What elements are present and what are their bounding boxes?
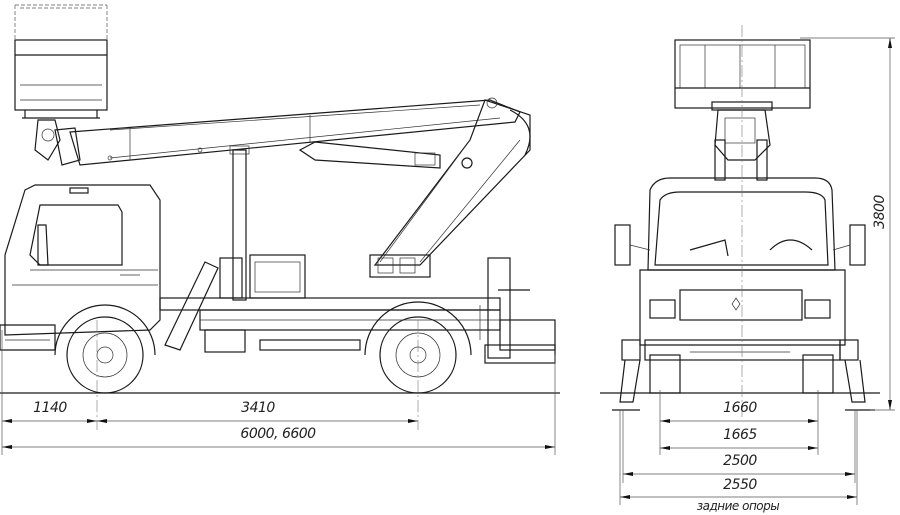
side-basket [14, 4, 108, 119]
front-wheel [54, 304, 156, 394]
dim-wheelbase: 3410 [241, 400, 275, 416]
side-chassis [159, 254, 556, 364]
side-cab [0, 184, 161, 351]
front-cab [614, 177, 866, 361]
dim-front-overhang: 1140 [33, 400, 67, 416]
side-view [0, 4, 560, 455]
boom [69, 99, 521, 166]
dim-overall-length: 6000, 6600 [240, 426, 316, 442]
dim-outrigger-span: 2550 [723, 477, 757, 493]
front-basket [674, 39, 811, 111]
dim-rear-track: 1665 [723, 427, 757, 443]
front-view [600, 25, 895, 505]
dim-front-track: 1660 [723, 400, 757, 416]
outrigger-label: задние опоры [696, 499, 780, 513]
dim-width: 2500 [723, 453, 757, 469]
dim-transport-height: 3800 [872, 195, 888, 229]
